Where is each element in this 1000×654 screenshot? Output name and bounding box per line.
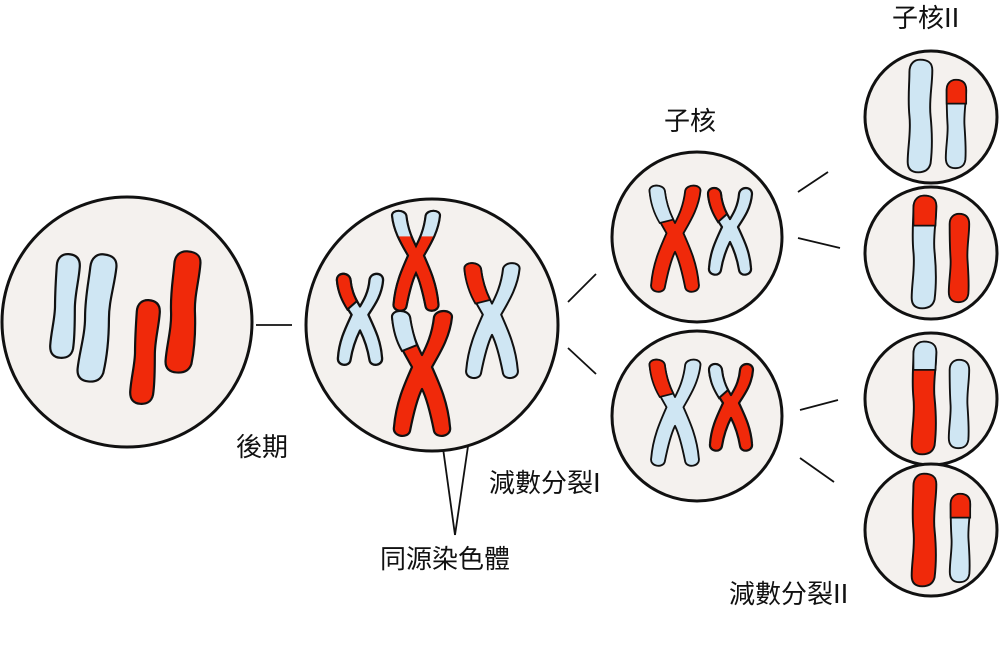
granddaughter-cell-2 bbox=[863, 185, 999, 321]
daughter-nucleus-b bbox=[610, 329, 784, 503]
link-a-d2 bbox=[797, 237, 841, 249]
chromosome-x-a2 bbox=[706, 186, 754, 276]
cell-1 bbox=[0, 195, 254, 449]
label-homologous-chromosomes: 同源染色體 bbox=[380, 545, 510, 575]
cell-2 bbox=[304, 197, 560, 453]
label-daughter-nuclei-ii: 子核II bbox=[892, 4, 959, 34]
chromosome-x-bottom bbox=[390, 309, 454, 438]
chromatid-red-long bbox=[910, 472, 938, 588]
chromatid-red-top-blue bbox=[910, 194, 938, 310]
chromosome-x-a1 bbox=[648, 184, 702, 293]
nucleus-a-membrane bbox=[610, 150, 784, 324]
chromosome-x-right bbox=[463, 262, 521, 380]
chromatid-blue-short bbox=[947, 358, 971, 450]
chromatid-blue-short-redtip bbox=[944, 78, 968, 170]
chromatid-blue-long bbox=[906, 58, 934, 174]
nucleus-b-membrane bbox=[610, 329, 784, 503]
chromatid-blue-short-redtip-2 bbox=[948, 492, 972, 584]
label-meiosis-1: 減數分裂I bbox=[489, 469, 601, 499]
cell-1-membrane bbox=[0, 195, 254, 449]
link-cell2-nucleus-b bbox=[567, 347, 597, 375]
link-b-d3 bbox=[799, 399, 839, 411]
chromosome-x-left bbox=[335, 272, 385, 366]
label-daughter-nuclei: 子核 bbox=[664, 107, 716, 137]
chromatid-red-short bbox=[947, 212, 971, 304]
chromatid-red-blue-tip bbox=[910, 340, 938, 456]
chromosome-x-b1 bbox=[648, 358, 702, 467]
granddaughter-cell-3 bbox=[863, 331, 999, 467]
label-meiosis-2: 減數分裂II bbox=[729, 580, 848, 610]
daughter-nucleus-a bbox=[610, 150, 784, 324]
link-a-d1 bbox=[797, 171, 829, 193]
granddaughter-cell-4 bbox=[863, 462, 999, 598]
chromosome-x-b2 bbox=[707, 362, 755, 452]
connector-lines bbox=[256, 171, 841, 483]
link-cell2-nucleus-a bbox=[567, 273, 597, 303]
label-anaphase: 後期 bbox=[236, 433, 288, 463]
link-b-d4 bbox=[799, 457, 835, 483]
granddaughter-cell-1 bbox=[863, 49, 999, 185]
